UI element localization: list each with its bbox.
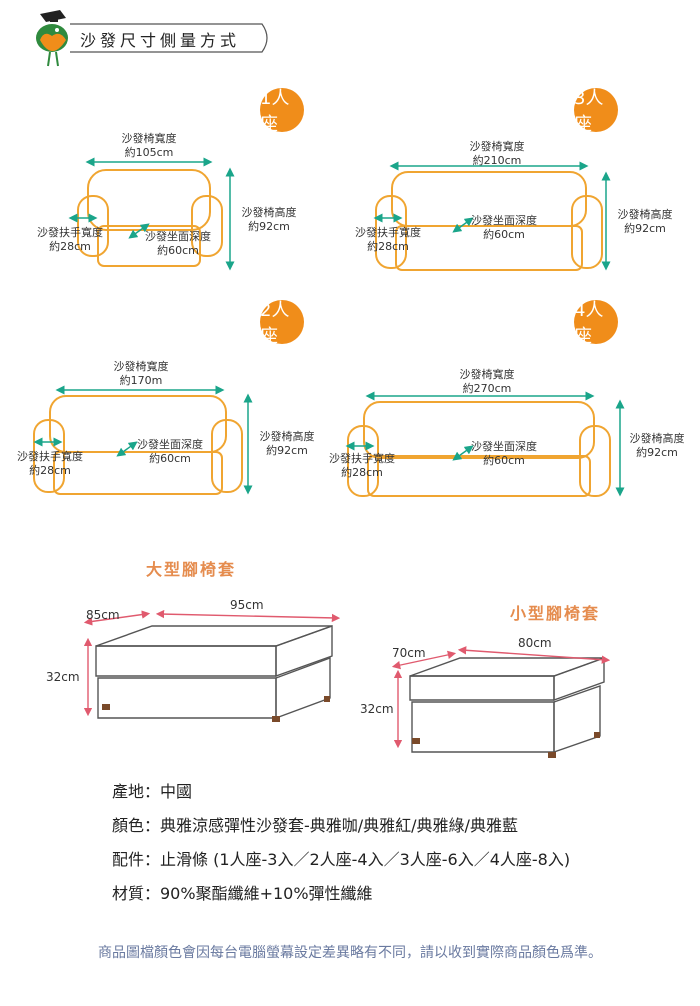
small-ottoman-drawing (409, 657, 605, 753)
sofa-3-arm-label: 沙發扶手寬度 約28cm (346, 226, 430, 254)
small-ottoman-title: 小型腳椅套 (510, 604, 601, 623)
height-label: 沙發椅高度 (629, 432, 685, 445)
sofa-2-depth-label: 沙發坐面深度 約60cm (128, 438, 212, 466)
mascot-icon (36, 10, 68, 67)
small-ottoman-width: 80cm (518, 636, 552, 650)
badge-4-seat: 4人座 (574, 300, 618, 347)
large-ottoman-drawing (95, 625, 333, 720)
arm-value: 約28cm (341, 466, 383, 479)
footer-note: 商品圖檔顏色會因每台電腦螢幕設定差異略有不同，請以收到實際商品顏色爲準。 (98, 945, 602, 961)
width-value: 約270cm (462, 382, 512, 395)
sofa-3-drawing (375, 171, 603, 271)
arm-label: 沙發扶手寬度 (329, 452, 395, 465)
sofa-3-width-label: 沙發椅寬度 約210cm (452, 140, 542, 168)
small-ottoman-height: 32cm (360, 702, 394, 716)
depth-label: 沙發坐面深度 (145, 230, 211, 243)
depth-label: 沙發坐面深度 (471, 440, 537, 453)
width-value: 約170m (119, 374, 163, 387)
small-ottoman-depth: 70cm (392, 646, 426, 660)
large-ottoman-width: 95cm (230, 598, 264, 612)
sofa-2-height-label: 沙發椅高度 約92cm (252, 430, 322, 458)
info-origin: 產地：中國 (112, 782, 193, 801)
sofa-2-width-label: 沙發椅寬度 約170m (96, 360, 186, 388)
sofa-3-depth-label: 沙發坐面深度 約60cm (462, 214, 546, 242)
sofa-4-width-label: 沙發椅寬度 約270cm (442, 368, 532, 396)
width-value: 約105cm (124, 146, 174, 159)
arm-value: 約28cm (49, 240, 91, 253)
height-label: 沙發椅高度 (241, 206, 297, 219)
sofa-2-drawing (33, 395, 243, 495)
width-label: 沙發椅寬度 (459, 368, 515, 381)
sofa-4-depth-label: 沙發坐面深度 約60cm (462, 440, 546, 468)
sofa-1-height-label: 沙發椅高度 約92cm (234, 206, 304, 234)
width-label: 沙發椅寬度 (121, 132, 177, 145)
depth-label: 沙發坐面深度 (471, 214, 537, 227)
height-value: 約92cm (624, 222, 666, 235)
large-ottoman-title: 大型腳椅套 (146, 560, 237, 579)
info-color: 顏色：典雅涼感彈性沙發套-典雅咖/典雅紅/典雅綠/典雅藍 (112, 816, 518, 835)
height-value: 約92cm (248, 220, 290, 233)
depth-value: 約60cm (157, 244, 199, 257)
width-value: 約210cm (472, 154, 522, 167)
arm-value: 約28cm (29, 464, 71, 477)
sofa-3-height-label: 沙發椅高度 約92cm (610, 208, 680, 236)
sofa-1-depth-label: 沙發坐面深度 約60cm (136, 230, 220, 258)
large-ottoman-depth: 85cm (86, 608, 120, 622)
depth-value: 約60cm (483, 228, 525, 241)
arm-label: 沙發扶手寬度 (17, 450, 83, 463)
large-ottoman-height: 32cm (46, 670, 80, 684)
info-accessory: 配件：止滑條 (1人座-3入／2人座-4入／3人座-6入／4人座-8入) (112, 850, 571, 869)
width-label: 沙發椅寬度 (469, 140, 525, 153)
sofa-1-arm-label: 沙發扶手寬度 約28cm (28, 226, 112, 254)
sofa-2-arm-label: 沙發扶手寬度 約28cm (8, 450, 92, 478)
height-value: 約92cm (266, 444, 308, 457)
sofa-4-height-label: 沙發椅高度 約92cm (622, 432, 692, 460)
arm-label: 沙發扶手寬度 (355, 226, 421, 239)
width-label: 沙發椅寬度 (113, 360, 169, 373)
info-material: 材質：90%聚酯纖維+10%彈性纖維 (112, 884, 373, 903)
sofa-4-arm-label: 沙發扶手寬度 約28cm (320, 452, 404, 480)
depth-value: 約60cm (483, 454, 525, 467)
badge-2-seat: 2人座 (260, 300, 304, 347)
sofa-1-width-label: 沙發椅寬度 約105cm (104, 132, 194, 160)
sofa-4-drawing (347, 401, 611, 497)
arm-value: 約28cm (367, 240, 409, 253)
height-value: 約92cm (636, 446, 678, 459)
badge-3-seat: 3人座 (574, 88, 618, 135)
height-label: 沙發椅高度 (617, 208, 673, 221)
depth-label: 沙發坐面深度 (137, 438, 203, 451)
depth-value: 約60cm (149, 452, 191, 465)
page-title: 沙發尺寸側量方式 (80, 31, 241, 50)
badge-1-seat: 1人座 (260, 88, 304, 135)
height-label: 沙發椅高度 (259, 430, 315, 443)
arm-label: 沙發扶手寬度 (37, 226, 103, 239)
